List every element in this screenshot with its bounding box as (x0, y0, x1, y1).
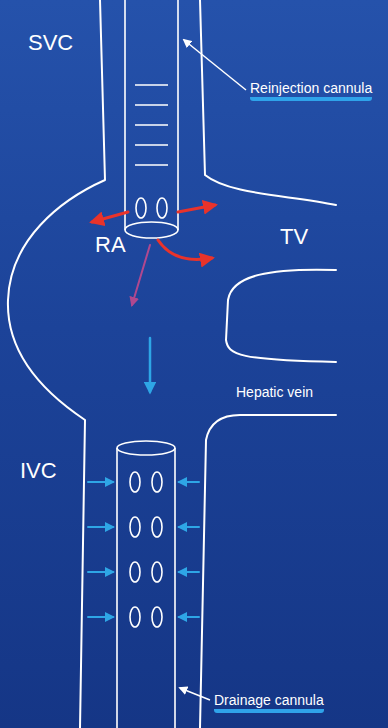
inflow-arrow (88, 526, 113, 528)
cannula-label: Drainage cannula (214, 692, 324, 713)
vessel-label: Hepatic vein (236, 384, 313, 400)
valve-label: TV (280, 224, 308, 249)
inflow-arrow (179, 526, 199, 528)
flow-arrows (88, 205, 215, 617)
side-hole (130, 472, 140, 492)
inflow-arrow (179, 571, 199, 573)
side-hole (130, 517, 140, 537)
pointer-arrow (180, 40, 246, 700)
vessel-outline (8, 0, 336, 728)
side-hole (152, 472, 162, 492)
side-hole (130, 607, 140, 627)
side-hole (152, 607, 162, 627)
cannula-label: Reinjection cannula (250, 80, 372, 101)
vessel-label: IVC (20, 458, 57, 483)
inflow-arrow (88, 481, 113, 483)
chamber-label: RA (95, 232, 126, 257)
side-hole (130, 562, 140, 582)
drainage-cannula (117, 441, 175, 728)
side-hole (152, 517, 162, 537)
vessel-label: SVC (28, 30, 73, 55)
inflow-arrow (88, 616, 113, 618)
reinjection-cannula (125, 0, 178, 238)
inflow-arrow (179, 481, 199, 483)
side-hole (152, 562, 162, 582)
inflow-arrow (179, 616, 199, 618)
inflow-arrow (88, 571, 113, 573)
